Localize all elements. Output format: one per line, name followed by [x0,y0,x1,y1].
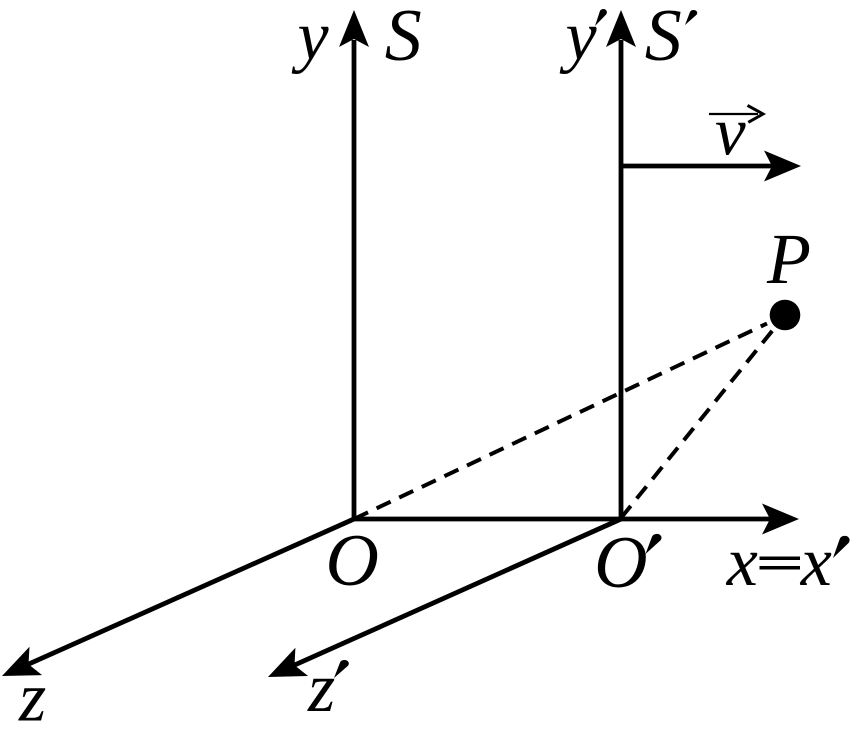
svg-text:O: O [594,522,647,604]
svg-text:x: x [726,524,758,601]
svg-text:y: y [292,0,330,75]
svg-text:x: x [800,524,832,601]
svg-text:P: P [766,219,811,299]
svg-text:O: O [326,520,379,602]
svg-text:S: S [385,0,422,77]
svg-text:S: S [645,0,682,77]
svg-text:z: z [18,660,46,737]
svg-text:v: v [715,94,746,170]
svg-text:y: y [560,0,598,75]
svg-text:z: z [307,650,335,727]
